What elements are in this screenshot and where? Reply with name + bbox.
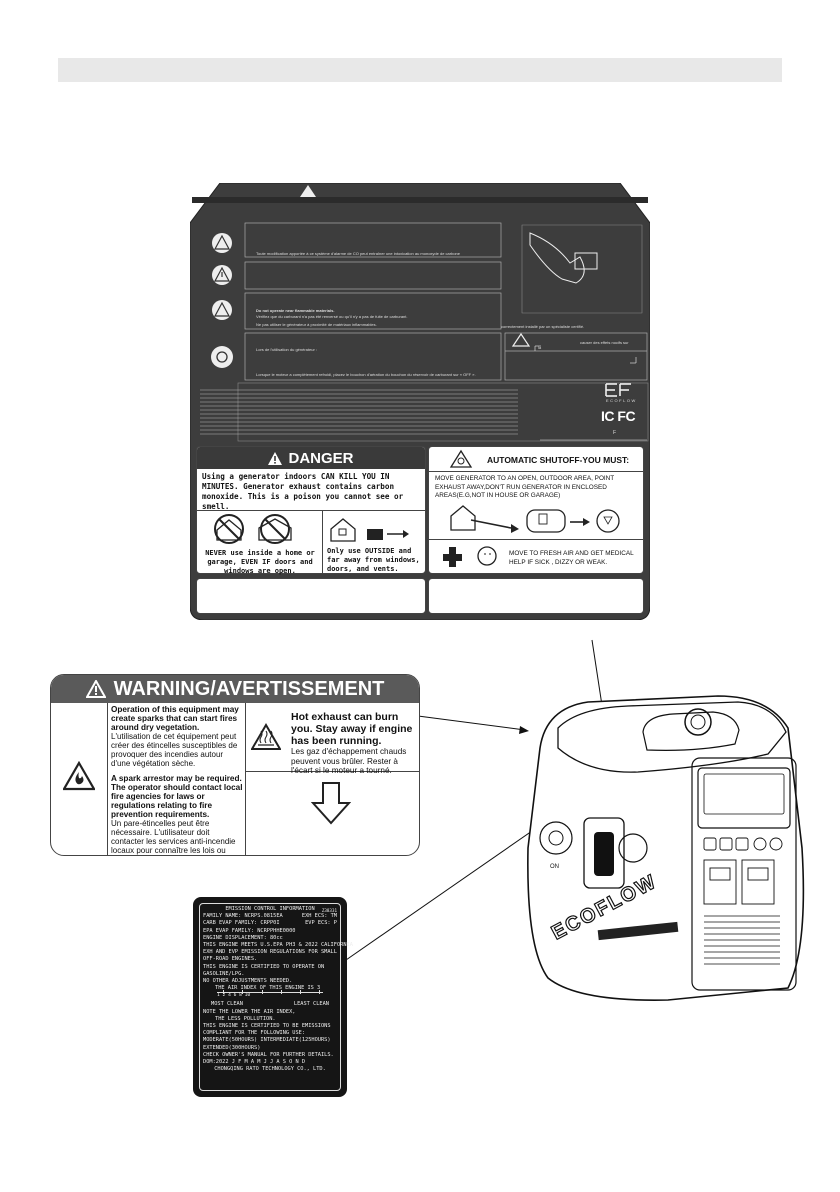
arrestor-warning-en: A spark arrestor may be required. The op… bbox=[111, 774, 243, 819]
header-bar bbox=[58, 58, 782, 82]
hot-exhaust-en: Hot exhaust can burn you. Stay away if e… bbox=[291, 711, 413, 747]
spark-warning-fr: L'utilisation de cet équipement peut cré… bbox=[111, 732, 238, 768]
warning-header: WARNING/AVERTISSEMENT bbox=[51, 675, 419, 703]
move-outdoors-diagram bbox=[450, 505, 620, 533]
fragment-text: la bbox=[538, 345, 542, 350]
co-alarm-text: Toute modification apportée à ce système… bbox=[256, 251, 460, 256]
arrestor-warning-fr: Un pare-étincelles peut être nécessaire.… bbox=[111, 819, 236, 855]
shutoff-step2-text: MOVE TO FRESH AIR AND GET MEDICAL HELP I… bbox=[509, 550, 634, 566]
date-of-manufacture: DOM:2022 J F M A M J J A S O N D bbox=[203, 1059, 306, 1066]
spark-warning-en: Operation of this equipment may create s… bbox=[111, 705, 239, 732]
shutoff-step1-text: MOVE GENERATOR TO AN OPEN, OUTDOOR AREA,… bbox=[435, 475, 615, 499]
outside-only-text: Only use OUTSIDE and far away from windo… bbox=[327, 547, 420, 573]
no-indoor-use-icon bbox=[214, 514, 292, 544]
family-name: FAMILY NAME: NCRPS.0815EA bbox=[203, 913, 283, 920]
air-index-numbers: 1 2 4 6 8 10 bbox=[217, 993, 251, 999]
fuel-cap-text: Lorsque le moteur a complètement refroid… bbox=[256, 372, 476, 377]
generator-use-text: Lors de l'utilisation du générateur : bbox=[256, 347, 318, 352]
certification-marks: IC FC bbox=[601, 408, 636, 424]
blank-label-slot-left bbox=[196, 578, 426, 614]
flammable-warning-text: Do not operate near flammable materials. bbox=[256, 308, 335, 313]
use-option-moderate-intermediate: MODERATE(50HOURS) INTERMEDIATE(125HOURS) bbox=[203, 1037, 331, 1044]
warning-triangle-icon bbox=[268, 451, 283, 465]
least-clean-label: LEAST CLEAN bbox=[293, 1001, 329, 1008]
medical-help-icon bbox=[443, 546, 497, 567]
fuel-cert-line-1: THIS ENGINE IS CERTIFIED TO OPERATE ON bbox=[203, 963, 325, 970]
shutoff-title: AUTOMATIC SHUTOFF-YOU MUST: bbox=[487, 455, 630, 465]
use-cert-line-1: THIS ENGINE IS CERTIFIED TO BE EMISSIONS bbox=[203, 1023, 331, 1030]
manual-check-line: CHECK OWNER'S MANUAL FOR FURTHER DETAILS… bbox=[203, 1051, 334, 1058]
air-index-scale: 1 2 4 6 8 10 bbox=[217, 990, 323, 1001]
never-indoors-text: NEVER use inside a home or garage, EVEN … bbox=[205, 549, 315, 575]
generator-illustration: ON ECOFLOW bbox=[527, 695, 805, 1001]
air-index-line: THE AIR INDEX OF THIS ENGINE IS 3 bbox=[215, 985, 321, 992]
emission-code: Z38331 bbox=[321, 908, 337, 914]
arrow-down-icon bbox=[311, 782, 351, 825]
evp-ecs: EVP ECS: P bbox=[305, 920, 337, 927]
compliance-line-2: EXH AND EVP EMISSION REGULATIONS FOR SMA… bbox=[203, 949, 337, 956]
exh-ecs: EXH ECS: TM bbox=[301, 913, 337, 920]
outdoor-use-icon bbox=[330, 518, 409, 542]
compliance-line-1: THIS ENGINE MEETS U.S.EPA PH3 & 2022 CAL… bbox=[203, 942, 353, 949]
hot-exhaust-fr: Les gaz d'échappement chauds peuvent vou… bbox=[291, 747, 407, 775]
danger-intro: Using a generator indoors CAN KILL YOU I… bbox=[202, 472, 404, 511]
fuel-cert-line-2: GASOLINE/LPG. bbox=[203, 970, 245, 977]
note-line-1: NOTE THE LOWER THE AIR INDEX, bbox=[203, 1008, 296, 1015]
warning-label: WARNING/AVERTISSEMENT Operation of this … bbox=[50, 674, 420, 856]
emission-control-label: EMISSION CONTROL INFORMATION Z38331 FAMI… bbox=[193, 897, 353, 1097]
note-line-2: THE LESS POLLUTION. bbox=[215, 1015, 276, 1022]
flammable-fr-text: Ne pas utiliser le générateur à proximit… bbox=[256, 322, 377, 327]
danger-header: DANGER bbox=[197, 447, 425, 469]
use-cert-line-2: COMPLIANT FOR THE FOLLOWING USE: bbox=[203, 1030, 306, 1037]
fire-hazard-icon bbox=[63, 761, 95, 791]
emission-title: EMISSION CONTROL INFORMATION bbox=[225, 906, 315, 912]
auto-shutoff-panel: AUTOMATIC SHUTOFF-YOU MUST: MOVE GENERAT… bbox=[428, 446, 644, 574]
co-alarm-icon bbox=[449, 449, 473, 468]
fragment-f-text: F bbox=[613, 430, 617, 436]
hot-surface-icon bbox=[251, 723, 281, 750]
danger-title: DANGER bbox=[288, 449, 354, 467]
adjustments-line: NO OTHER ADJUSTMENTS NEEDED. bbox=[203, 978, 293, 985]
fuel-leak-text: Vérifiez que du carburant n'a pas été re… bbox=[256, 314, 408, 319]
warning-title: WARNING/AVERTISSEMENT bbox=[113, 677, 385, 700]
warning-triangle-icon bbox=[85, 680, 106, 698]
blank-label-slot-right bbox=[428, 578, 644, 614]
brand-text: ECOFLOW bbox=[606, 398, 637, 403]
epa-evap-family: EPA EVAP FAMILY: NCRPPHHE0000 bbox=[203, 927, 296, 934]
manufacturer-name: CHONGQING RATO TECHNOLOGY CO., LTD. bbox=[214, 1066, 326, 1073]
danger-panel: DANGER Using a generator indoors CAN KIL… bbox=[196, 446, 426, 575]
use-option-extended: EXTENDED(300HOURS) bbox=[203, 1044, 261, 1051]
carb-evap-family: CARB EVAP FAMILY: CRPP0I bbox=[203, 920, 280, 927]
most-clean-label: MOST CLEAN bbox=[211, 1001, 243, 1008]
compliance-line-3: OFF-ROAD ENGINES. bbox=[203, 956, 258, 963]
svg-text:ON: ON bbox=[550, 864, 559, 870]
installer-text: correctement installé par un spécialiste… bbox=[501, 324, 585, 329]
harmful-effects-text: causer des effets nocifs sur bbox=[580, 340, 629, 345]
engine-displacement: ENGINE DISPLACEMENT: 80cc bbox=[203, 934, 283, 941]
